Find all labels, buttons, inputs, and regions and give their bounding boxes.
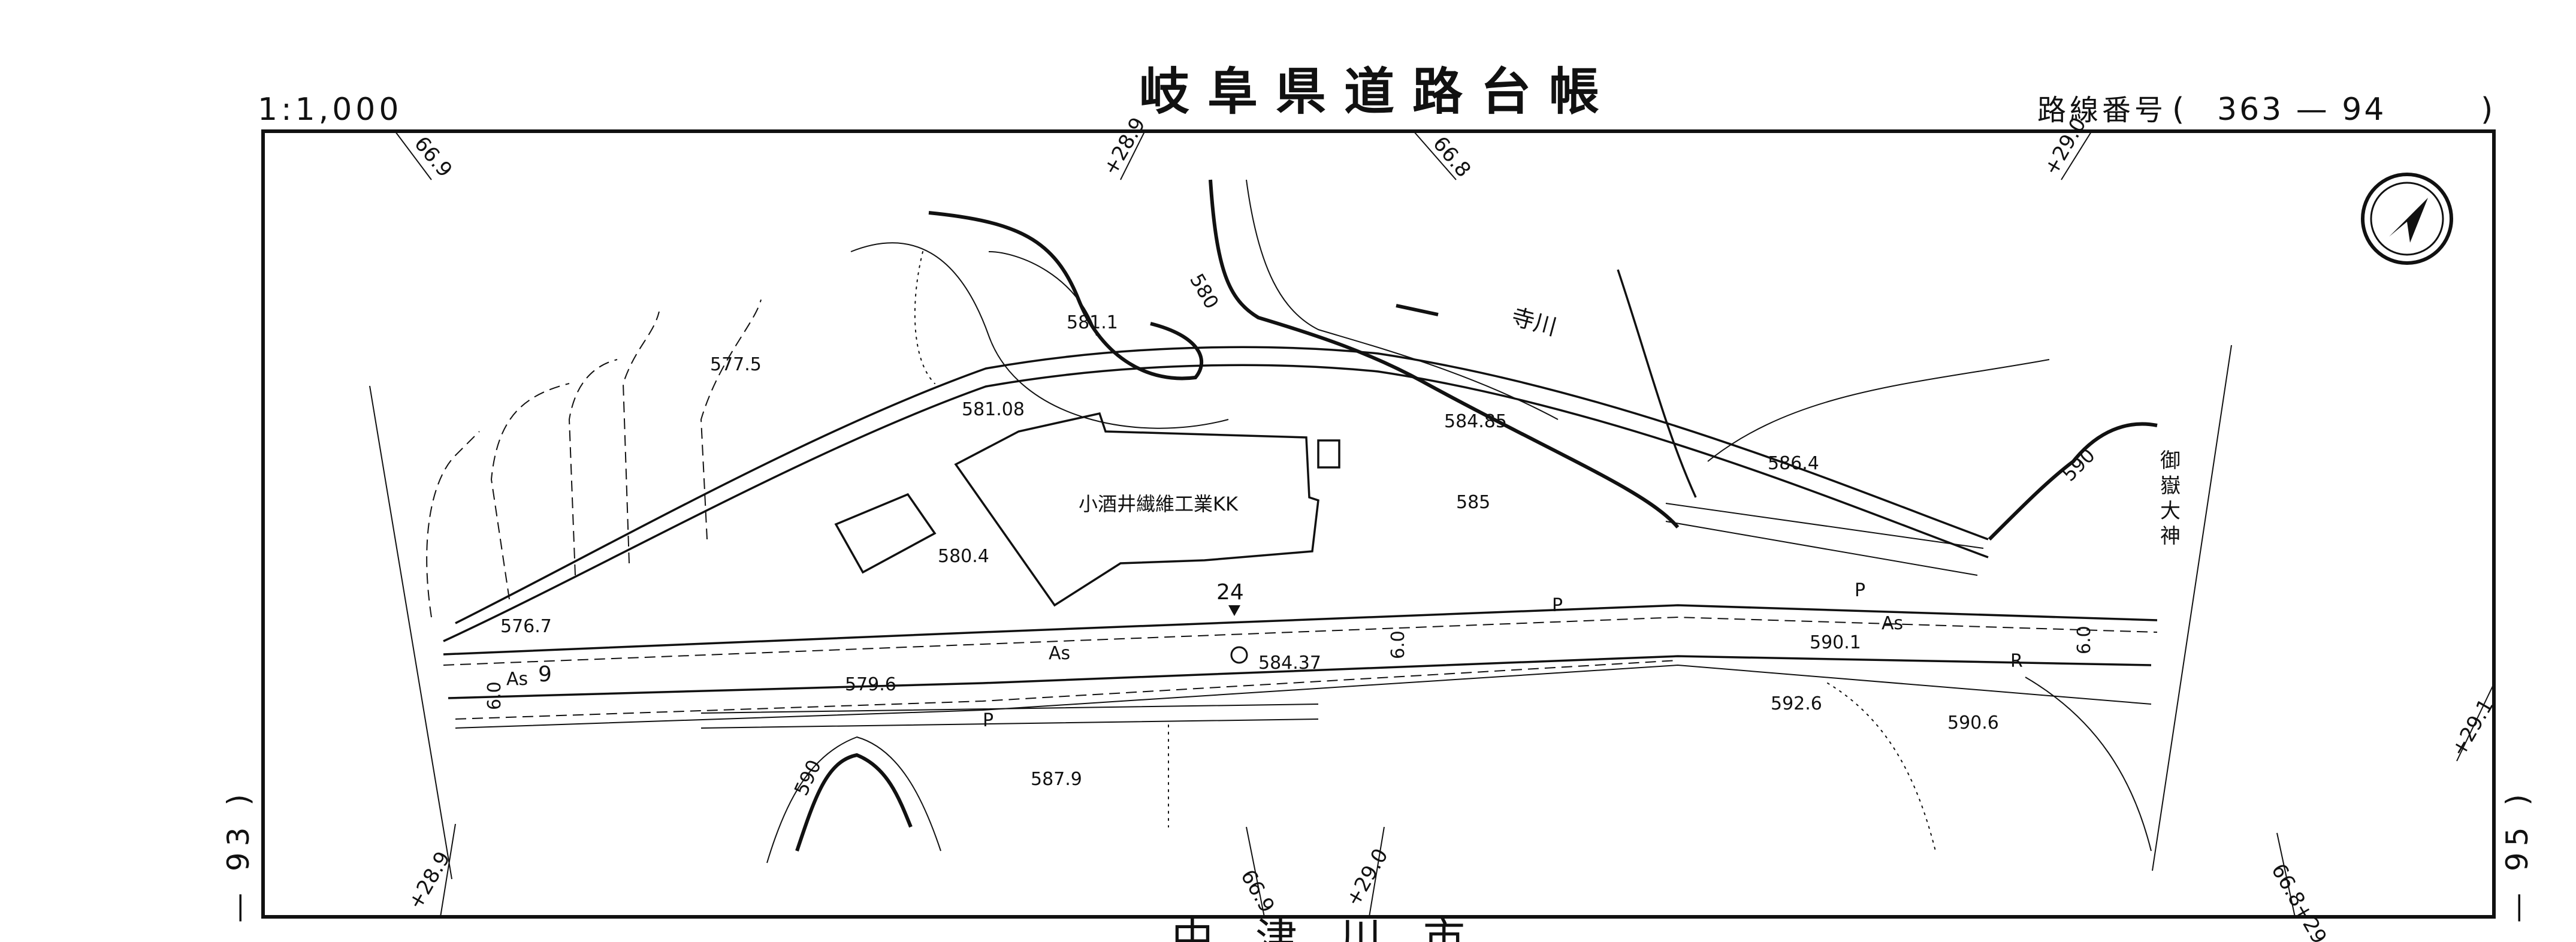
elevation-label: 580.4 xyxy=(938,546,989,567)
route-mark: 9 xyxy=(538,662,552,687)
station-label: +29.0 xyxy=(1341,844,1393,910)
left-sheet-number: — 93 ) xyxy=(221,788,256,923)
station-label: 66.9 xyxy=(409,132,457,182)
road-width-label: 6.0 xyxy=(2074,626,2095,654)
contour-label: 590 xyxy=(2058,444,2100,486)
station-label: 66.8 xyxy=(1428,132,1475,182)
station-label: 66.9 xyxy=(1236,866,1279,917)
building-label: 小酒井繊維工業KK xyxy=(1079,493,1239,515)
shrine-label: 大 xyxy=(2160,499,2181,523)
upper-road xyxy=(443,346,1989,642)
elevation-label: 576.7 xyxy=(500,616,552,637)
map-extent-right xyxy=(2152,345,2232,871)
right-sheet-number: — 95 ) xyxy=(2500,788,2535,923)
road-width-label: 6.0 xyxy=(484,681,505,710)
shrine-label: 御 xyxy=(2160,449,2181,473)
road-width-label: 6.0 xyxy=(1388,630,1409,659)
shrine-label: 神 xyxy=(2160,524,2181,548)
main-road xyxy=(443,604,2158,729)
station-label: +28.9 xyxy=(1098,113,1150,179)
north-arrow-icon xyxy=(2361,173,2453,265)
elevation-label: 579.6 xyxy=(845,674,896,695)
station-label: +28.9 xyxy=(403,847,455,913)
surface-label: As xyxy=(1049,643,1070,664)
retaining-wall-mark: R xyxy=(2010,651,2023,672)
factory-building xyxy=(834,412,1340,607)
route-close-paren: ) xyxy=(2481,92,2493,128)
benchmark-triangle-icon xyxy=(1228,605,1240,616)
contours xyxy=(766,179,2158,864)
elevation-label: 584.37 xyxy=(1258,653,1321,674)
elevation-label: 592.6 xyxy=(1771,693,1822,714)
river-label: 寺川 xyxy=(1509,303,1560,340)
route-number-label: 路線番号 xyxy=(2037,93,2167,127)
route-number: 363 — 94 xyxy=(2217,92,2386,128)
scale-label: 1:1,000 xyxy=(258,92,402,128)
sidewalk-mark: P xyxy=(1855,580,1865,601)
map-extent-left xyxy=(369,385,452,880)
elevation-label: 581.08 xyxy=(962,399,1025,420)
elevation-label: 584.85 xyxy=(1444,411,1507,432)
elevation-label: 577.5 xyxy=(710,354,762,375)
station-label: +29.1 xyxy=(2447,695,2499,760)
elevation-label: 581.1 xyxy=(1067,312,1118,333)
page-title: 岐阜県道路台帳 xyxy=(1139,62,1617,121)
field-parcels xyxy=(426,299,762,618)
surface-label: As xyxy=(1882,613,1903,634)
elevation-label: 586.4 xyxy=(1768,453,1819,474)
contour-label: 580 xyxy=(1185,270,1223,313)
survey-point-icon xyxy=(1230,646,1248,664)
elevation-label: 590.1 xyxy=(1810,632,1861,653)
elevation-label: 585 xyxy=(1456,492,1490,513)
elevation-label: 590.6 xyxy=(1947,712,1999,733)
sidewalk-mark: P xyxy=(983,710,993,731)
map-frame xyxy=(261,129,2496,919)
route-open-paren: ( xyxy=(2172,92,2184,128)
surface-label: As xyxy=(506,669,528,690)
route-mark: 24 xyxy=(1216,580,1244,605)
elevation-label: 587.9 xyxy=(1031,769,1082,790)
station-label: 66.8+29.1 xyxy=(2266,860,2341,942)
city-name: 中 津 川 市 xyxy=(1171,914,1465,942)
sidewalk-mark: P xyxy=(1552,595,1563,616)
shrine-label: 嶽 xyxy=(2160,474,2181,498)
station-labels: 66.9 +28.9 66.8 +29.0 +28.9 66.9 +29.0 6… xyxy=(395,113,2499,942)
